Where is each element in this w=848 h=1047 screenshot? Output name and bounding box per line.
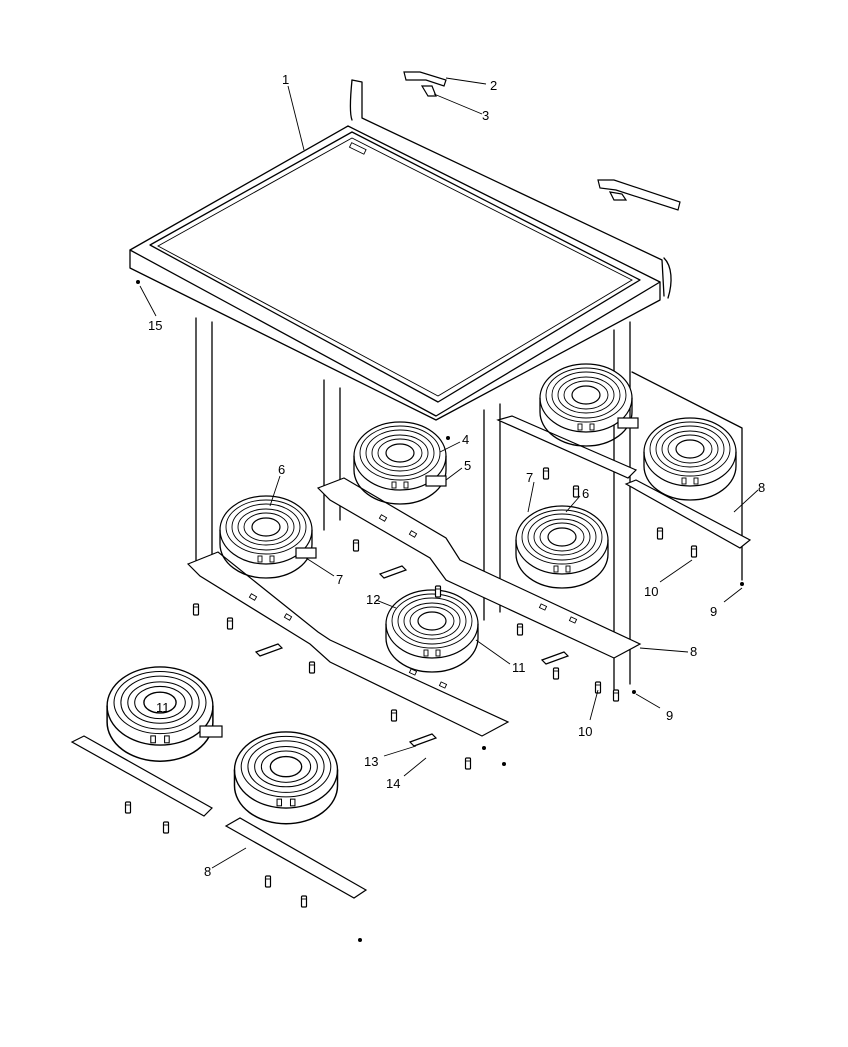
- callout-11: 11: [512, 660, 526, 675]
- surface-element-center: [385, 589, 479, 673]
- terminal-block: [295, 547, 317, 559]
- callout-9: 9: [710, 604, 717, 619]
- burner-support-bracket-back: [496, 415, 638, 479]
- retainer-clip: [379, 565, 407, 579]
- cooktop-top-assembly: [129, 79, 743, 691]
- fastener-dot: [740, 582, 744, 586]
- callout-11: 11: [156, 700, 170, 715]
- callout-1: 1: [282, 72, 289, 87]
- callout-8: 8: [758, 480, 765, 495]
- fastener-dot: [502, 762, 506, 766]
- callout-8: 8: [204, 864, 211, 879]
- terminal-block: [617, 417, 639, 429]
- burner-support-bracket-right: [624, 479, 752, 549]
- callout-10: 10: [578, 724, 592, 739]
- callout-9: 9: [666, 708, 673, 723]
- burner-support-bracket-center: [316, 477, 642, 659]
- callout-6: 6: [582, 486, 589, 501]
- callout-3: 3: [482, 108, 489, 123]
- callout-2: 2: [490, 78, 497, 93]
- callout-10: 10: [644, 584, 658, 599]
- callout-7: 7: [526, 470, 533, 485]
- retainer-clip: [255, 643, 283, 657]
- terminal-block: [199, 725, 223, 738]
- fastener-dot: [632, 690, 636, 694]
- fastener-dot: [136, 280, 140, 284]
- callout-6: 6: [278, 462, 285, 477]
- fastener-dot: [482, 746, 486, 750]
- retainer-clip: [409, 733, 437, 747]
- callout-12: 12: [366, 592, 380, 607]
- callout-5: 5: [464, 458, 471, 473]
- callout-7: 7: [336, 572, 343, 587]
- surface-element-right: [643, 417, 737, 501]
- burner-support-bracket-left: [186, 551, 510, 737]
- callout-labels: 1 2 3 4 5 6 6 7 7 8 8 8 9 9 10 10 11 11 …: [148, 72, 765, 879]
- callout-14: 14: [386, 776, 400, 791]
- callout-13: 13: [364, 754, 378, 769]
- terminal-block: [425, 475, 447, 487]
- fastener-dot: [358, 938, 362, 942]
- leader-lines: [139, 77, 759, 869]
- callout-4: 4: [462, 432, 469, 447]
- burner-support-bracket-lower-right: [224, 817, 368, 899]
- fastener-dot: [446, 436, 450, 440]
- surface-element-center-right: [515, 505, 609, 589]
- top-hinge-bracket-left: [403, 71, 447, 97]
- burner-support-bracket-lower-left: [70, 735, 213, 817]
- top-hinge-bracket-right: [597, 179, 681, 211]
- retainer-clip: [541, 651, 569, 665]
- callout-8: 8: [690, 644, 697, 659]
- surface-element-lower-right: [233, 731, 339, 825]
- callout-15: 15: [148, 318, 162, 333]
